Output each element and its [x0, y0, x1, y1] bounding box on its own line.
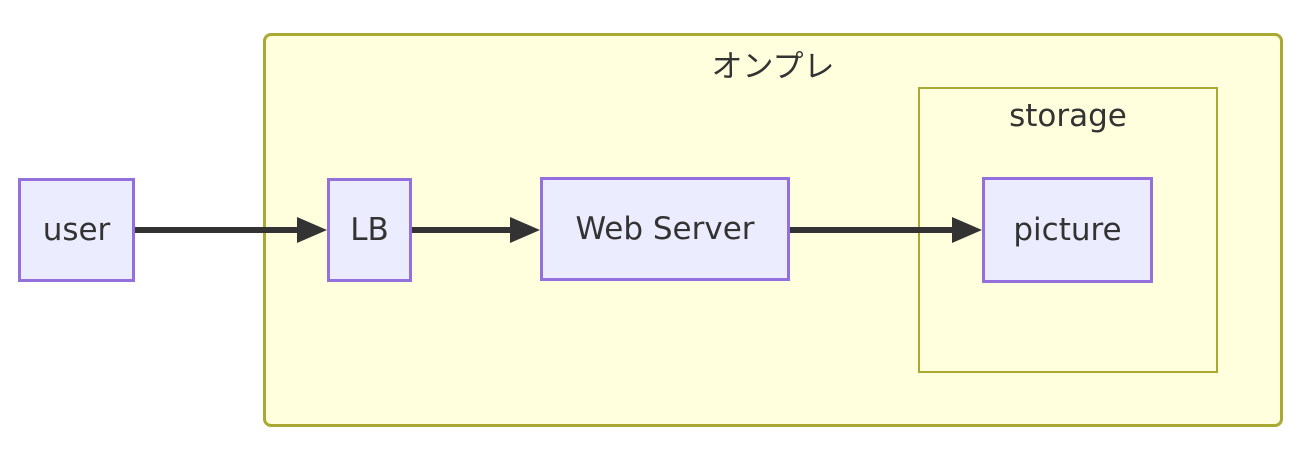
- web-server-node: Web Server: [540, 177, 790, 281]
- user-node: user: [18, 178, 135, 282]
- picture-node: picture: [982, 177, 1153, 283]
- edge-line: [412, 227, 514, 233]
- lb-node: LB: [327, 178, 412, 282]
- edge-line: [135, 227, 301, 233]
- edge-user-to-lb: [135, 217, 327, 243]
- arrowhead-icon: [510, 217, 540, 243]
- edge-lb-to-web-server: [412, 217, 540, 243]
- onpremise-cluster-label: オンプレ: [711, 49, 835, 85]
- edge-line: [790, 227, 956, 233]
- arrowhead-icon: [952, 217, 982, 243]
- edge-web-server-to-picture: [790, 217, 982, 243]
- arrowhead-icon: [297, 217, 327, 243]
- storage-cluster-label: storage: [1009, 98, 1127, 134]
